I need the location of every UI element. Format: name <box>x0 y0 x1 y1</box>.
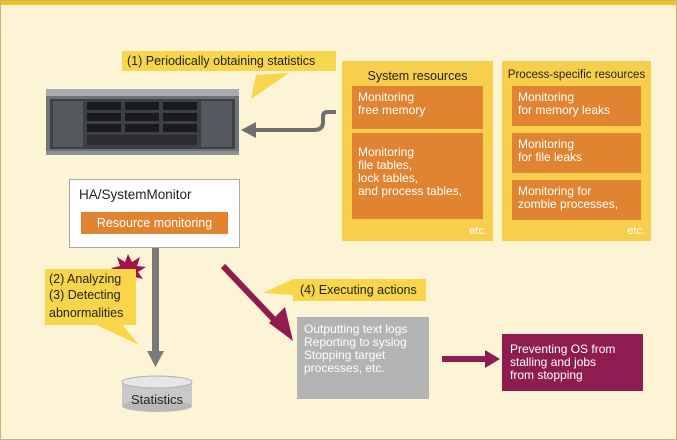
callout-pointer-obtain <box>251 73 289 99</box>
system-monitor-box: HA/SystemMonitor Resource monitoring <box>69 179 240 248</box>
callout-execute: (4) Executing actions <box>293 279 426 301</box>
actions-box: Outputting text logs Reporting to syslog… <box>297 317 429 399</box>
top-accent-bar <box>1 1 676 5</box>
vertical-arrow-head <box>147 351 164 367</box>
callout-obtain: (1) Periodically obtaining statistics <box>122 51 336 71</box>
system-resources-panel: System resources Monitoring free memory … <box>342 61 493 241</box>
return-arrow <box>241 110 336 138</box>
statistics-database-icon <box>121 375 193 412</box>
process-resources-etc: etc. <box>627 225 645 237</box>
action-arrow-head <box>269 307 293 341</box>
monitor-zombie-processes: Monitoring for zombie processes, <box>512 180 641 220</box>
server-image <box>46 89 239 155</box>
system-resources-etc: etc. <box>469 225 487 237</box>
process-resources-title: Process-specific resources <box>507 69 646 81</box>
statistics-label: Statistics <box>130 392 183 407</box>
callout-pointer-execute <box>263 279 293 295</box>
monitor-memory-leaks: Monitoring for memory leaks <box>512 86 641 126</box>
result-arrow-head <box>485 350 500 368</box>
vertical-arrow-shaft <box>152 248 159 353</box>
result-arrow-shaft <box>442 356 486 362</box>
callout-detect-continued: abnormalities <box>45 305 136 325</box>
monitor-free-memory: Monitoring free memory <box>352 86 483 129</box>
callout-detect-text: (3) Detecting <box>49 288 121 302</box>
result-box: Preventing OS from stalling and jobs fro… <box>502 334 643 391</box>
monitor-tables: Monitoring file tables, lock tables, and… <box>352 133 483 219</box>
system-monitor-title: HA/SystemMonitor <box>79 187 192 202</box>
system-resources-title: System resources <box>367 69 468 83</box>
callout-analyze-text: (2) Analyzing <box>49 272 122 286</box>
action-arrow-shaft <box>220 263 284 330</box>
process-resources-panel: Process-specific resources Monitoring fo… <box>502 61 651 241</box>
monitor-file-leaks: Monitoring for file leaks <box>512 133 641 173</box>
resource-monitoring-tag: Resource monitoring <box>81 212 228 234</box>
